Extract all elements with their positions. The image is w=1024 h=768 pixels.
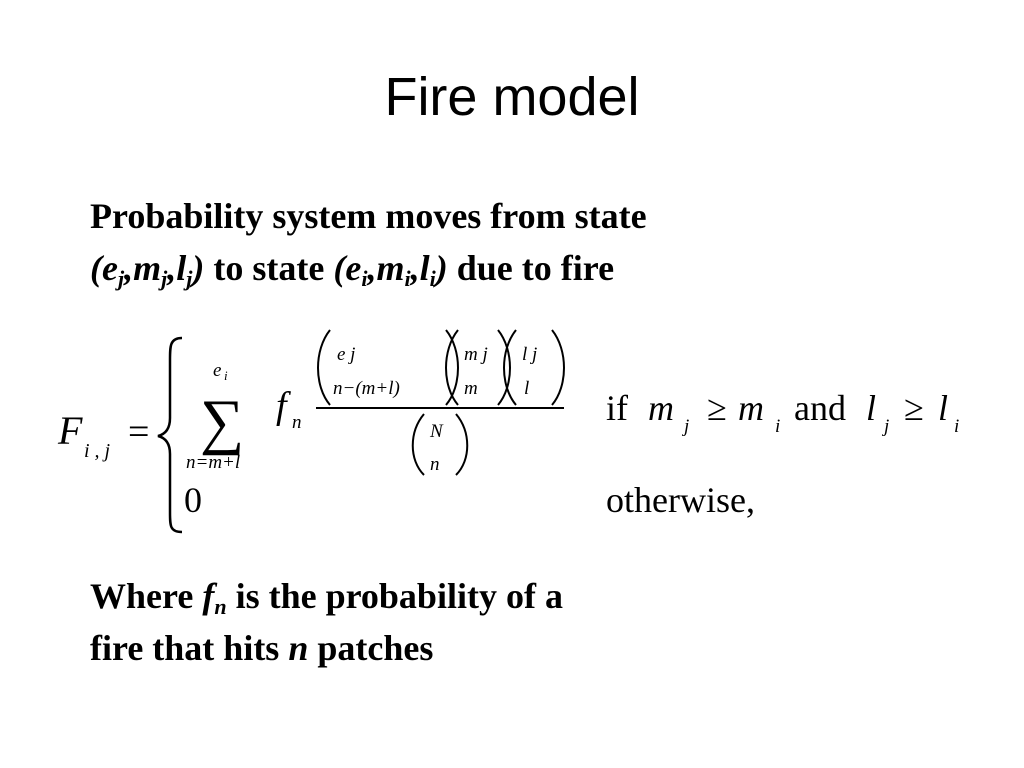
binom3-bottom: l (524, 378, 529, 399)
binom2-bottom: m (464, 378, 478, 399)
denom-right-paren (455, 413, 469, 476)
condition-li: l (938, 388, 948, 428)
sum-upper-limit-sub: i (224, 368, 228, 383)
formula-left-brace (157, 336, 183, 534)
note-line-2: fire that hits n patches (90, 628, 434, 668)
condition-m: m (648, 388, 674, 428)
condition-sub-i1: i (775, 416, 780, 437)
condition-sub-j2: j (881, 416, 889, 437)
binom1-bottom: n−(m+l) (333, 378, 400, 399)
denom-top: N (429, 421, 444, 442)
sum-upper-limit: e (213, 360, 221, 381)
case-zero: 0 (184, 480, 202, 520)
case-otherwise: otherwise, (606, 480, 755, 520)
formula-equals: = (128, 411, 149, 453)
formula-lhs-F: F (57, 408, 83, 453)
formula-f-sub: n (292, 412, 302, 433)
intro-line-1: Probability system moves from state (90, 196, 647, 236)
sum-symbol: ∑ (200, 388, 244, 456)
note-text: Where fn is the probability of a fire th… (90, 570, 563, 674)
intro-line-2: (ej,mj,lj) to state (ei,mi,li) due to fi… (90, 248, 615, 291)
binom3-top: l j (522, 344, 537, 365)
binom3-right-paren (551, 329, 565, 406)
formula-lhs-subscript: i , j (84, 440, 111, 462)
condition-ge-2: ≥ (904, 388, 924, 428)
binom1-top: e j (337, 344, 355, 365)
intro-text: Probability system moves from state (ej,… (90, 190, 647, 294)
condition-and: and (794, 388, 846, 428)
binom1-left-paren (317, 329, 331, 406)
condition-if: if (606, 388, 628, 428)
condition-l: l (866, 388, 876, 428)
binom2-left-paren (445, 329, 459, 406)
sum-lower-limit: n=m+l (186, 452, 240, 473)
binom3-left-paren (503, 329, 517, 406)
denom-bottom: n (430, 454, 440, 475)
condition-ge-1: ≥ (707, 388, 727, 428)
condition-sub-j1: j (681, 416, 689, 437)
denom-left-paren (411, 413, 425, 476)
note-line-1: Where fn is the probability of a (90, 576, 563, 619)
binom2-top: m j (464, 344, 488, 365)
condition-mi: m (738, 388, 764, 428)
binom1-right-paren (445, 329, 459, 406)
binom2-right-paren (497, 329, 511, 406)
formula-f: f (276, 385, 291, 427)
slide-title: Fire model (384, 67, 640, 127)
condition-sub-i2: i (954, 416, 959, 437)
